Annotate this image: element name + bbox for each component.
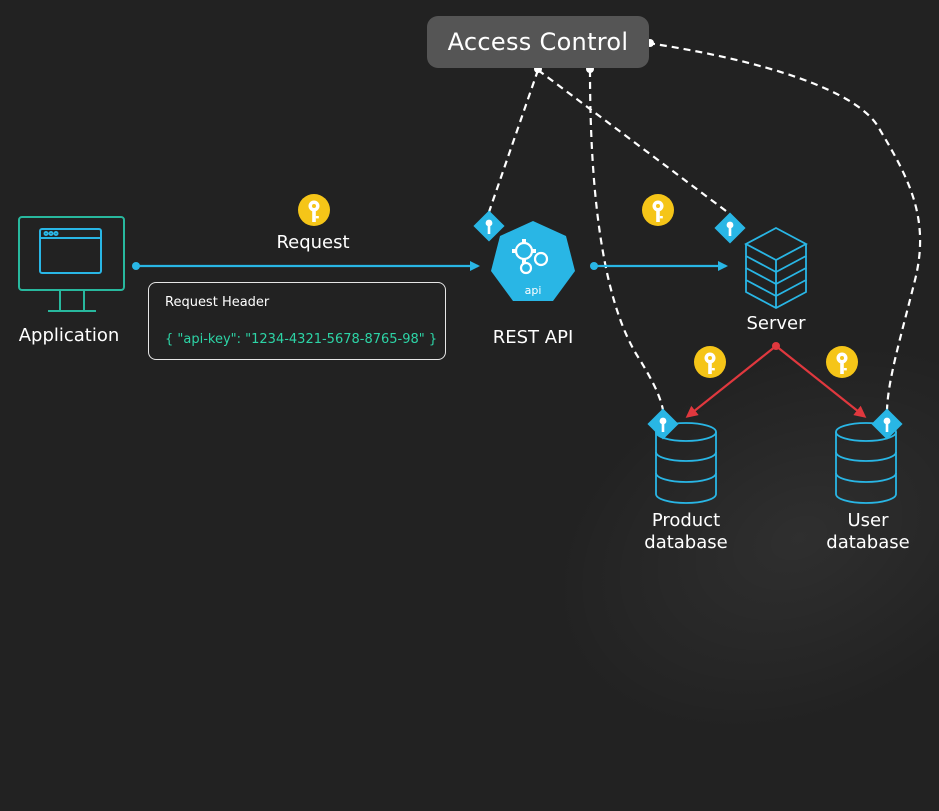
dashed-ac-to-server — [537, 69, 731, 215]
lock-diamond-icon — [647, 408, 679, 440]
server-fork-dot — [772, 342, 780, 350]
database-icon — [835, 422, 897, 504]
rest-api-label: REST API — [492, 327, 574, 348]
request-header-box: Request Header { "api-key": "1234-4321-5… — [148, 282, 446, 360]
server-icon — [744, 226, 808, 310]
key-icon — [642, 194, 674, 226]
monitor-icon — [18, 216, 125, 312]
user-database-line1: User — [847, 510, 889, 531]
user-database-line2: database — [826, 532, 910, 553]
access-control-label: Access Control — [447, 28, 629, 56]
request-arrow-start-dot — [132, 262, 140, 270]
user-database-label: User database — [808, 510, 928, 554]
key-icon — [826, 346, 858, 378]
key-icon — [694, 346, 726, 378]
lock-diamond-icon — [871, 408, 903, 440]
server-to-db-arrows — [685, 345, 867, 418]
product-database-label: Product database — [626, 510, 746, 554]
diagram-canvas: api — [18, 39, 922, 504]
product-database-line2: database — [644, 532, 728, 553]
product-database-line1: Product — [651, 510, 721, 531]
api-gear-icon — [491, 221, 575, 301]
api-badge-label: api — [525, 284, 542, 297]
request-header-title: Request Header — [165, 295, 270, 310]
access-dashed-lines — [487, 41, 922, 411]
application-label: Application — [18, 325, 120, 346]
key-icon — [298, 194, 330, 226]
access-control-box[interactable]: Access Control — [427, 16, 649, 68]
dashed-ac-to-product-db — [588, 69, 665, 411]
server-label: Server — [746, 313, 806, 334]
request-header-code: { "api-key": "1234-4321-5678-8765-98" } — [165, 332, 438, 347]
dashed-ac-to-user-db — [647, 41, 922, 411]
dashed-ac-to-restapi — [487, 69, 540, 213]
api-arrow-start-dot — [590, 262, 598, 270]
lock-diamond-icon — [714, 212, 746, 244]
request-label: Request — [276, 232, 350, 253]
